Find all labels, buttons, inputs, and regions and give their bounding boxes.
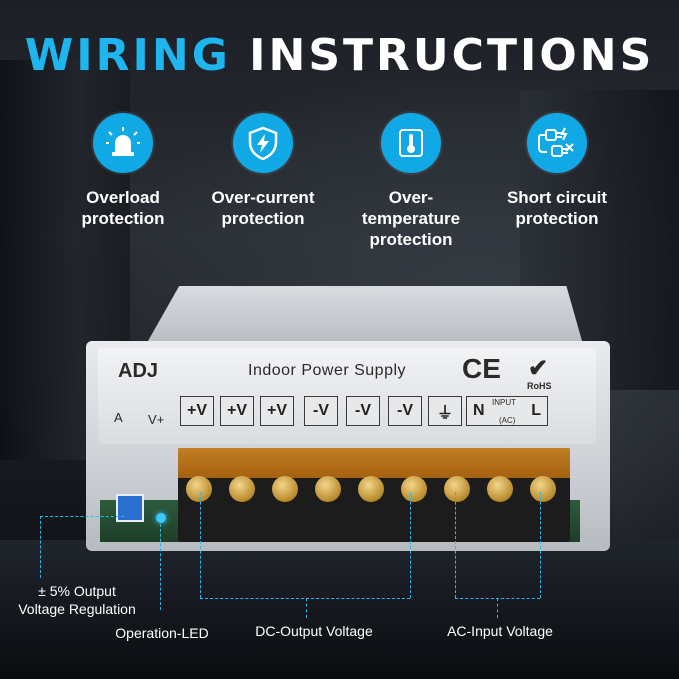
- terminal-label: L: [531, 402, 541, 419]
- adj-v-label: V+: [148, 412, 165, 427]
- terminal-cover: [178, 448, 570, 478]
- terminal-label: +V: [220, 396, 254, 426]
- screw-terminal: [186, 476, 212, 502]
- check-icon: ✔: [528, 355, 549, 382]
- ground-terminal-icon: ⏚: [428, 396, 462, 426]
- screw-terminal: [272, 476, 298, 502]
- alarm-icon: [93, 113, 153, 173]
- title-accent: WIRING: [24, 30, 231, 81]
- callout-line: [160, 524, 161, 610]
- callout-line: [410, 492, 411, 598]
- terminal-label: -V: [304, 396, 338, 426]
- screw-terminal: [530, 476, 556, 502]
- screw-terminal: [487, 476, 513, 502]
- page-title: WIRING INSTRUCTIONS: [0, 30, 679, 81]
- power-supply-image: [86, 286, 610, 556]
- callout-dc-output: DC-Output Voltage: [255, 623, 373, 639]
- device-name: Indoor Power Supply: [248, 362, 407, 379]
- feature-overload: Overload protection: [58, 113, 188, 229]
- terminal-label: +V: [260, 396, 294, 426]
- terminal-label: -V: [346, 396, 380, 426]
- callout-operation-led: Operation-LED: [115, 625, 209, 641]
- callout-line: [540, 492, 541, 598]
- feature-label: Short circuit protection: [506, 188, 608, 228]
- callout-ac-input: AC-Input Voltage: [447, 623, 553, 639]
- thermometer-icon: [381, 113, 441, 173]
- callout-line: [306, 598, 307, 618]
- plug-icon: [527, 113, 587, 173]
- voltage-potentiometer: [116, 494, 144, 522]
- callout-voltage-regulation: ± 5% Output Voltage Regulation: [18, 583, 136, 617]
- screw-terminal: [229, 476, 255, 502]
- callout-line: [40, 516, 41, 578]
- feature-label: Over-current protection: [211, 188, 315, 228]
- adj-a-label: A: [114, 410, 123, 425]
- ac-input-box: N L: [466, 396, 548, 426]
- ce-mark: CE: [462, 353, 501, 384]
- operation-led: [156, 513, 166, 523]
- brand-label: ADJ: [118, 360, 159, 382]
- terminal-label: N: [473, 402, 485, 419]
- terminal-label: +V: [180, 396, 214, 426]
- ac-label: (AC): [499, 416, 516, 425]
- title-main: INSTRUCTIONS: [249, 30, 655, 81]
- psu-top-cover: [144, 286, 584, 348]
- callout-line: [497, 598, 498, 618]
- screw-terminal: [315, 476, 341, 502]
- feature-over-temperature: Over-temperature protection: [346, 113, 476, 250]
- screw-terminal: [358, 476, 384, 502]
- feature-over-current: Over-current protection: [198, 113, 328, 229]
- screw-terminal: [401, 476, 427, 502]
- feature-short-circuit: Short circuit protection: [492, 113, 622, 229]
- background-floor: [0, 540, 679, 679]
- terminal-label: -V: [388, 396, 422, 426]
- feature-label: Overload protection: [81, 188, 165, 228]
- rohs-mark: RoHS: [527, 381, 552, 391]
- callout-line: [200, 598, 410, 599]
- screw-terminal: [444, 476, 470, 502]
- callout-line: [455, 492, 456, 598]
- callout-line: [40, 516, 124, 517]
- shield-bolt-icon: [233, 113, 293, 173]
- feature-label: Over-temperature protection: [361, 188, 461, 249]
- input-label: INPUT: [492, 398, 516, 407]
- callout-line: [200, 492, 201, 598]
